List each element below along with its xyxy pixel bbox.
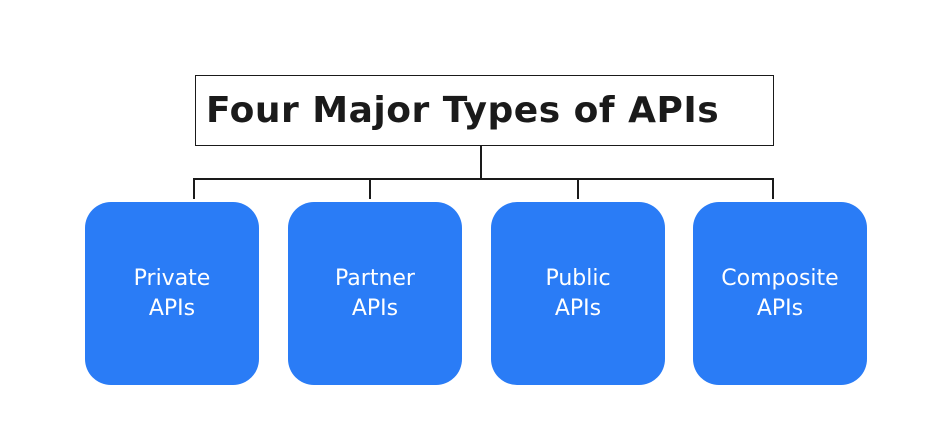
connector-drop-2	[369, 178, 371, 199]
diagram-title: Four Major Types of APIs	[206, 90, 720, 131]
node-partner-apis: Partner APIs	[288, 202, 462, 385]
node-composite-apis: Composite APIs	[693, 202, 867, 385]
node-label-line2: APIs	[351, 295, 399, 321]
node-label-line2: APIs	[756, 295, 804, 321]
connector-horizontal	[193, 178, 773, 180]
node-label-line2: APIs	[554, 295, 602, 321]
connector-trunk	[480, 146, 482, 178]
node-label-line1: Public	[545, 265, 611, 291]
node-label: Composite APIs	[721, 264, 838, 324]
node-label: Partner APIs	[335, 264, 415, 324]
node-label-line2: APIs	[148, 295, 196, 321]
node-label: Private APIs	[134, 264, 211, 324]
node-label: Public APIs	[545, 264, 610, 324]
connector-drop-4	[772, 178, 774, 199]
node-label-line1: Composite	[721, 265, 839, 291]
node-label-line1: Partner	[335, 265, 415, 291]
node-private-apis: Private APIs	[85, 202, 259, 385]
node-label-line1: Private	[133, 265, 211, 291]
node-public-apis: Public APIs	[491, 202, 665, 385]
connector-drop-1	[193, 178, 195, 199]
connector-drop-3	[577, 178, 579, 199]
title-box: Four Major Types of APIs	[195, 75, 774, 146]
